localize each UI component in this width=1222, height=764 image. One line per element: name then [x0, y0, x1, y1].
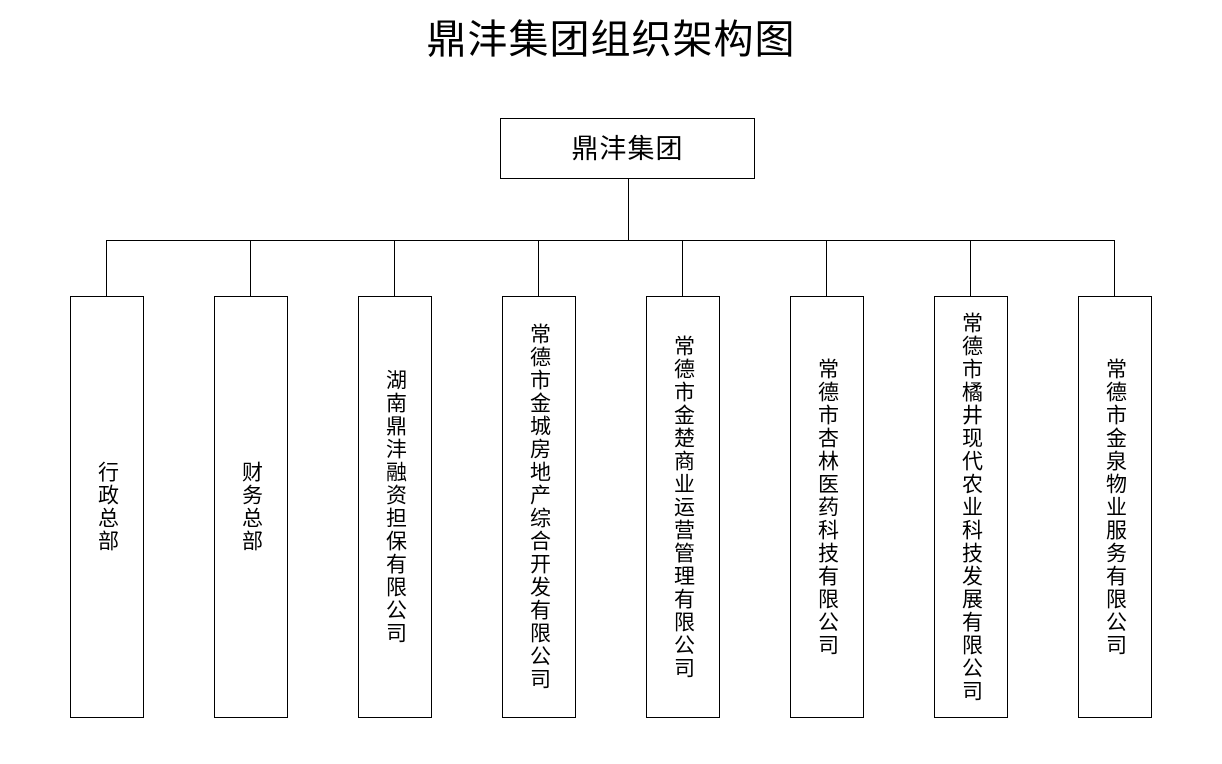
org-node-child-1-label: 行政总部 [95, 461, 120, 553]
connector-stem-child-8 [1114, 240, 1115, 296]
org-node-child-3-label: 湖南鼎沣融资担保有限公司 [383, 369, 408, 645]
connector-stem-child-1 [106, 240, 107, 296]
org-node-child-1[interactable]: 行政总部 [70, 296, 144, 718]
org-node-child-3[interactable]: 湖南鼎沣融资担保有限公司 [358, 296, 432, 718]
org-node-child-5[interactable]: 常德市金楚商业运营管理有限公司 [646, 296, 720, 718]
page-title: 鼎沣集团组织架构图 [426, 17, 796, 62]
org-node-child-6-label: 常德市杏林医药科技有限公司 [815, 357, 840, 657]
org-node-root[interactable]: 鼎沣集团 [500, 118, 755, 179]
connector-stem-child-7 [970, 240, 971, 296]
org-node-child-6[interactable]: 常德市杏林医药科技有限公司 [790, 296, 864, 718]
org-node-child-2[interactable]: 财务总部 [214, 296, 288, 718]
org-node-child-5-label: 常德市金楚商业运营管理有限公司 [671, 334, 696, 680]
connector-stem-child-4 [538, 240, 539, 296]
org-node-child-8-label: 常德市金泉物业服务有限公司 [1103, 357, 1128, 657]
org-node-child-4[interactable]: 常德市金城房地产综合开发有限公司 [502, 296, 576, 718]
connector-stem-child-2 [250, 240, 251, 296]
org-node-child-2-label: 财务总部 [239, 461, 264, 553]
connector-stem-child-6 [826, 240, 827, 296]
org-node-root-label: 鼎沣集团 [571, 133, 684, 164]
org-node-child-7[interactable]: 常德市橘井现代农业科技发展有限公司 [934, 296, 1008, 718]
org-node-child-7-label: 常德市橘井现代农业科技发展有限公司 [959, 311, 984, 703]
connector-stem-child-3 [394, 240, 395, 296]
org-node-child-4-label: 常德市金城房地产综合开发有限公司 [527, 323, 552, 691]
connector-stem-child-5 [682, 240, 683, 296]
connector-horizontal-bus [106, 240, 1115, 241]
org-node-child-8[interactable]: 常德市金泉物业服务有限公司 [1078, 296, 1152, 718]
connector-root-stem [628, 179, 629, 240]
